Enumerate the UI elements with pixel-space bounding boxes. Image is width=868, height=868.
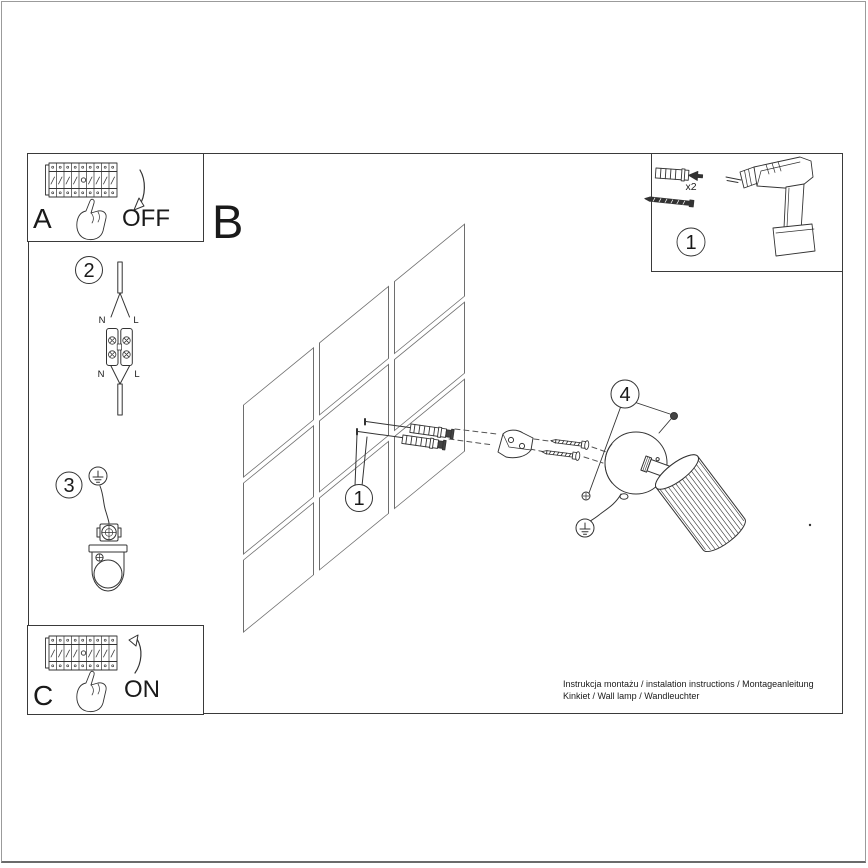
small-screw-icon (670, 412, 678, 420)
step1-badge (345, 484, 373, 512)
on-label: ON (124, 676, 160, 703)
kit-quantity-label: x2 (685, 181, 696, 193)
stray-dot (808, 523, 812, 527)
panel-c-label: C (33, 680, 53, 711)
footer-instructions: Instrukcja montażu / instalation instruc… (563, 679, 848, 702)
drill-icon (725, 156, 816, 257)
step4-badge (610, 379, 640, 409)
step3-badge (55, 471, 83, 499)
mounting-screw-icon (549, 435, 590, 451)
step2-wiring-diagram (75, 256, 133, 416)
lamp-ground-wire (587, 493, 622, 523)
mounting-bracket-front (88, 544, 128, 592)
step2-badge (75, 256, 103, 284)
lamp-shade (655, 454, 746, 552)
step3-number: 3 (63, 475, 74, 497)
step2-number: 2 (83, 260, 94, 282)
arrow-up-icon (134, 638, 142, 674)
ground-wire (99, 485, 110, 524)
panel-b-label: B (212, 195, 243, 248)
wire-n-bottom-label: N (98, 369, 105, 380)
kit-step-badge (676, 227, 706, 257)
breaker-panel-on-icon (45, 634, 142, 713)
lamp-assembly (575, 379, 812, 552)
kit-step-number: 1 (685, 232, 696, 254)
footer-line-2: Kinkiet / Wall lamp / Wandleuchter (563, 690, 700, 701)
kit-screw-icon (644, 196, 695, 208)
mounting-screw-icon (540, 446, 581, 462)
ground-symbol-icon (88, 466, 108, 486)
wire-l-top-label: L (133, 315, 138, 326)
panel-a-label: A (33, 203, 52, 234)
terminal-screws (108, 336, 131, 359)
step4-number: 4 (619, 384, 630, 406)
content-frame (28, 153, 843, 714)
off-label: OFF (122, 205, 170, 232)
breaker-panel-off-icon (45, 162, 145, 241)
wire-l-bottom-label: L (134, 369, 139, 380)
step3-ground-diagram (55, 466, 128, 592)
kit-wall-plug-icon (654, 167, 704, 182)
wire-n-top-label: N (99, 315, 106, 326)
step1-number: 1 (353, 488, 364, 510)
ground-symbol-icon (575, 518, 595, 538)
hardware-kit-contents (644, 156, 816, 257)
step1-wall-fixing (345, 418, 613, 512)
footer-line-1: Instrukcja montażu / instalation instruc… (563, 679, 814, 689)
mounting-bracket-3d (497, 429, 534, 459)
